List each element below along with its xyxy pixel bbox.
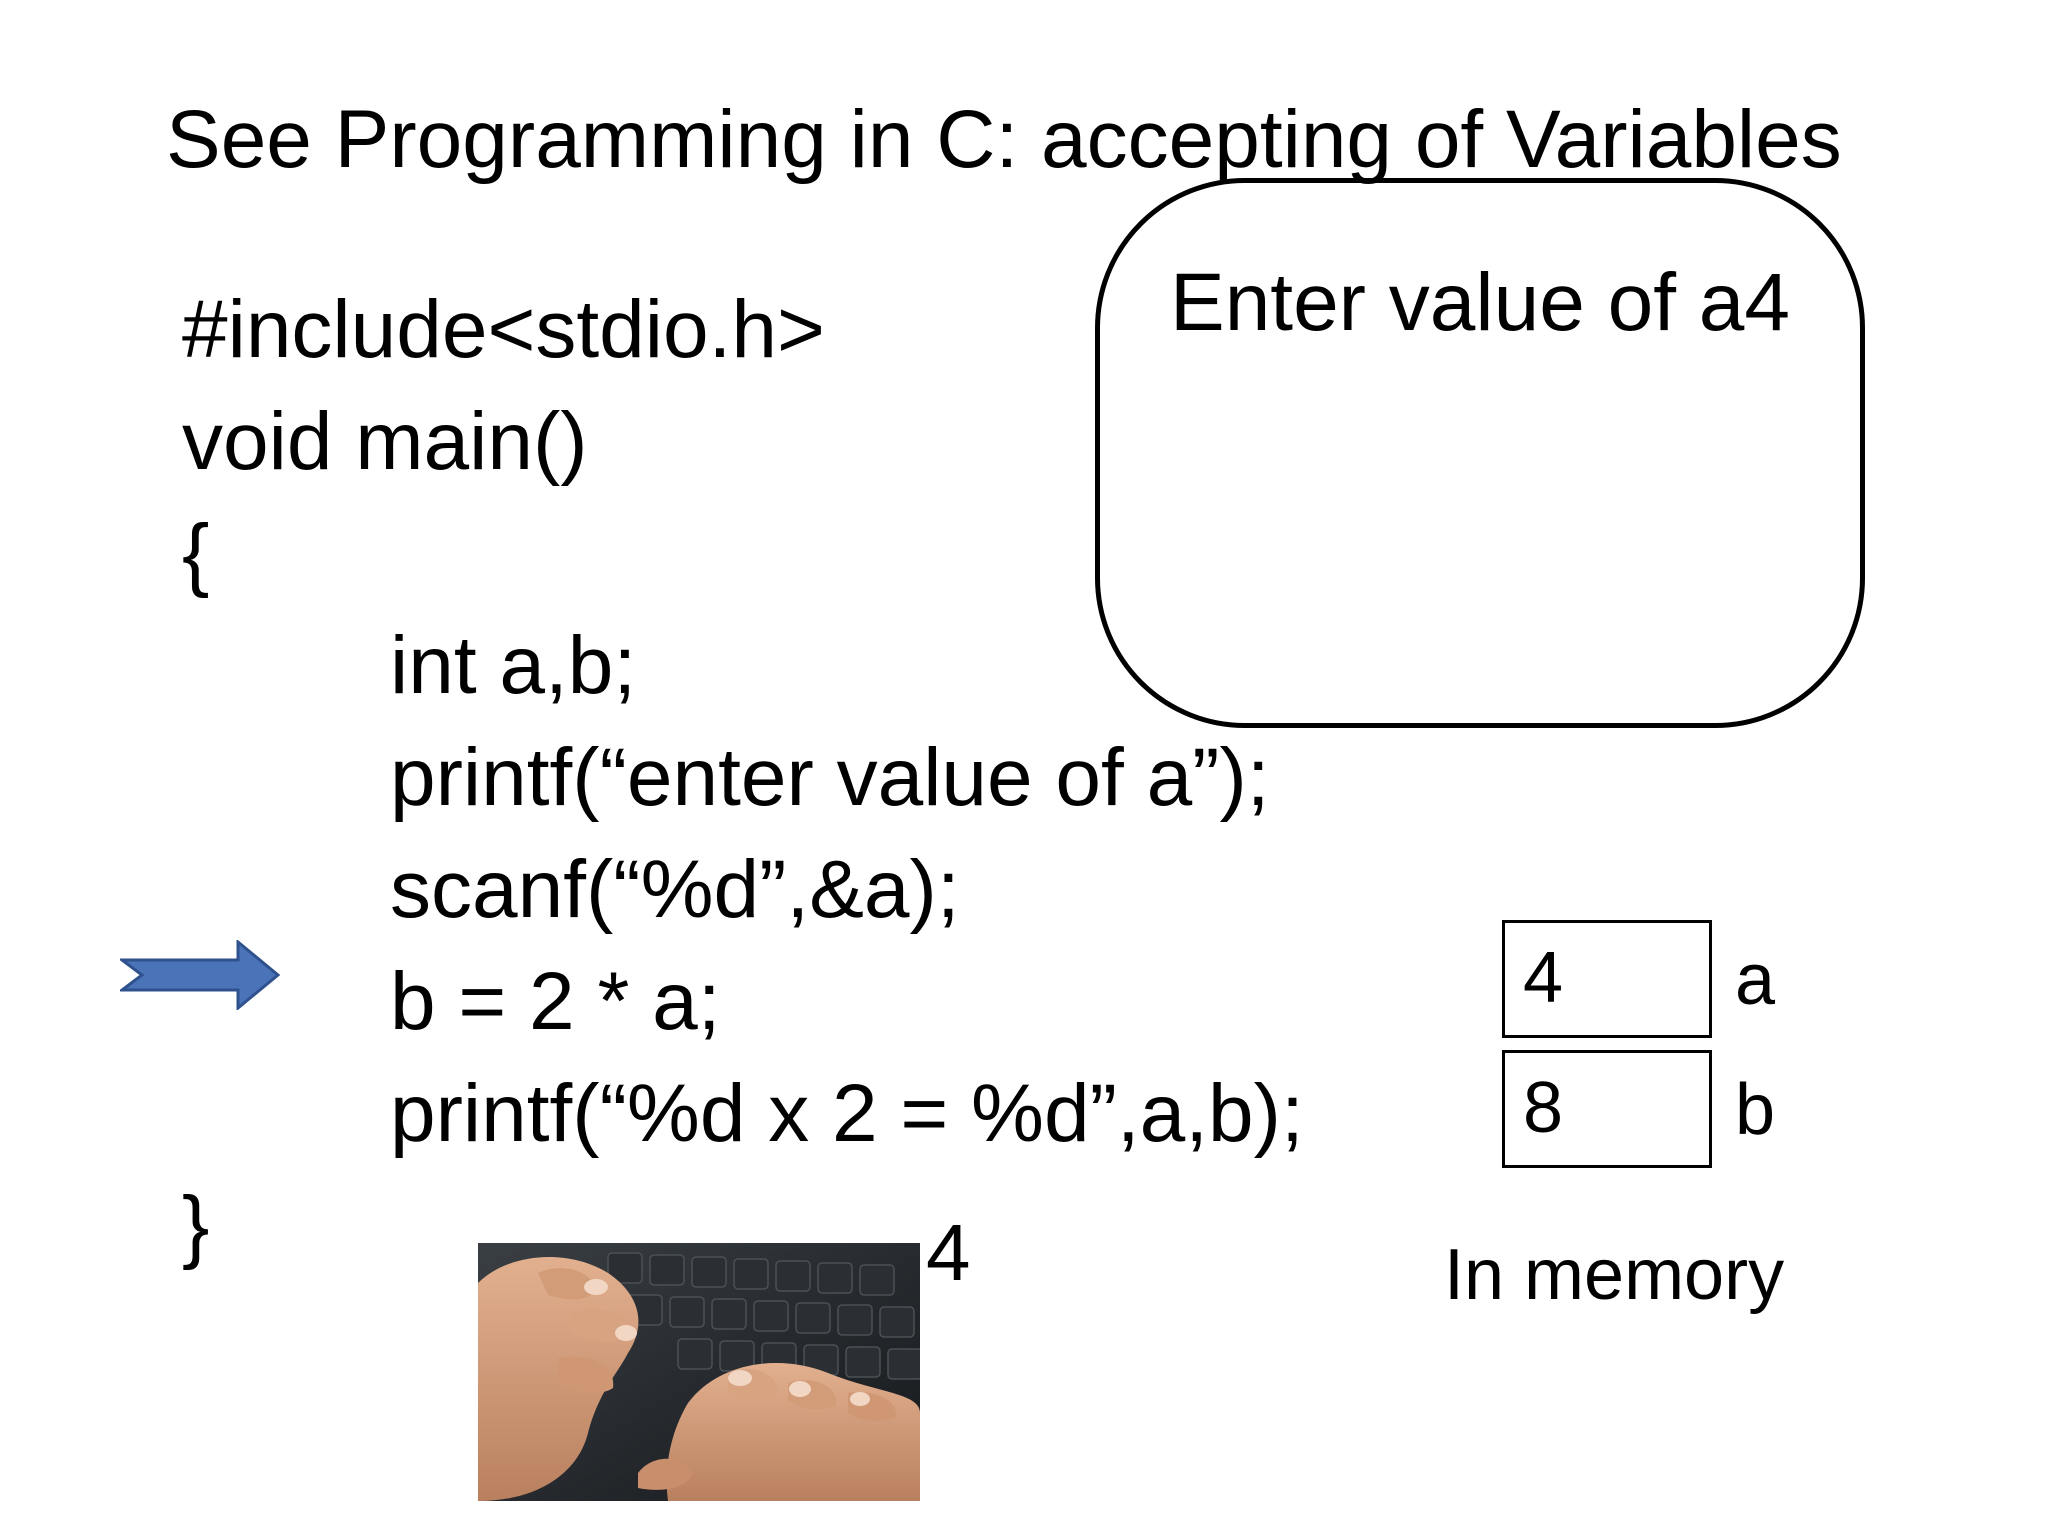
code-line-scanf: scanf(“%d”,&a);	[390, 844, 960, 935]
slide-title: See Programming in C: accepting of Varia…	[166, 94, 1842, 185]
code-line-declaration: int a,b;	[390, 620, 637, 711]
memory-label-a: a	[1735, 940, 1776, 1020]
keyboard-typing-photo	[478, 1243, 920, 1501]
code-line-open-brace: {	[182, 508, 210, 599]
code-line-close-brace: }	[182, 1180, 210, 1271]
console-output-window: Enter value of a4	[1095, 178, 1865, 728]
right-arrow-icon	[120, 940, 280, 1010]
code-line-assignment: b = 2 * a;	[390, 956, 721, 1047]
code-line-main: void main()	[182, 396, 588, 487]
console-output-text: Enter value of a4	[1170, 257, 1790, 348]
memory-caption: In memory	[1444, 1235, 1785, 1315]
code-line-printf-prompt: printf(“enter value of a”);	[390, 732, 1270, 823]
hands-typing-keyboard-icon	[478, 1243, 920, 1501]
memory-label-b: b	[1735, 1070, 1776, 1150]
memory-cell-b: 8	[1502, 1050, 1712, 1168]
memory-cell-a: 4	[1502, 920, 1712, 1038]
typed-input-value: 4	[926, 1208, 971, 1297]
code-line-include: #include<stdio.h>	[182, 284, 825, 375]
right-arrow-shape	[120, 940, 280, 1010]
code-line-printf-result: printf(“%d x 2 = %d”,a,b);	[390, 1068, 1304, 1159]
